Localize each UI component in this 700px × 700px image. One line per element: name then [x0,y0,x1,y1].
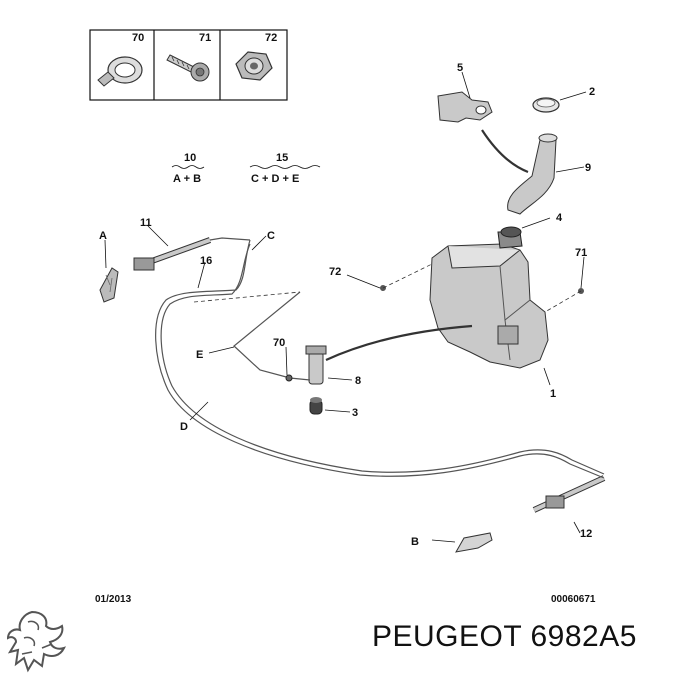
callout-1: 1 [550,388,556,400]
group-legend: 10 A + B 15 C + D + E [171,152,321,185]
leader-lines [104,71,587,543]
callout-11: 11 [140,217,152,229]
inset-label-70: 70 [132,32,144,44]
callout-9: 9 [585,162,591,174]
callout-3: 3 [352,407,358,419]
diagram-date: 01/2013 [95,594,132,605]
callout-b: B [411,536,419,548]
callout-71: 71 [575,247,587,259]
diagram-reference-number: 00060671 [551,594,596,605]
washer-jet-a [99,267,119,303]
inset-label-72: 72 [265,32,277,44]
callout-4: 4 [556,212,563,224]
part-brand-number: PEUGEOT 6982A5 [372,620,637,653]
group-15-members: C + D + E [251,173,299,185]
callout-72: 72 [329,266,341,278]
callout-2: 2 [589,86,595,98]
jet-hose-12 [532,475,606,513]
callout-c: C [267,230,275,242]
peugeot-lion-logo [6,610,66,673]
pump-seal [309,397,323,415]
hose-clamp-icon [97,56,143,87]
washer-jet-b [455,532,493,553]
callout-d: D [180,421,188,433]
callout-70: 70 [273,337,285,349]
nut-icon [235,51,273,81]
inset-label-71: 71 [199,32,211,44]
callout-labels: 1 2 3 4 5 8 9 11 12 16 70 71 72 A B C D … [99,62,595,548]
washer-reservoir [429,231,549,369]
group-10-members: A + B [173,173,201,185]
callout-16: 16 [200,255,212,267]
screw-icon [166,54,210,82]
callout-e: E [196,349,203,361]
group-15-number: 15 [276,152,288,164]
filler-neck [507,133,558,215]
callout-a: A [99,230,107,242]
hardware-inset: 70 71 72 [89,29,288,101]
callout-5: 5 [457,62,463,74]
washer-pump [305,324,473,385]
seal-part-4 [500,226,522,238]
group-10-number: 10 [184,152,196,164]
neck-bracket [437,91,529,174]
jet-hose-11 [133,237,251,271]
callout-12: 12 [580,528,592,540]
callout-8: 8 [355,375,361,387]
clip-70-marker [285,374,293,382]
washer-hoses [155,239,605,479]
filler-cap [532,97,560,113]
